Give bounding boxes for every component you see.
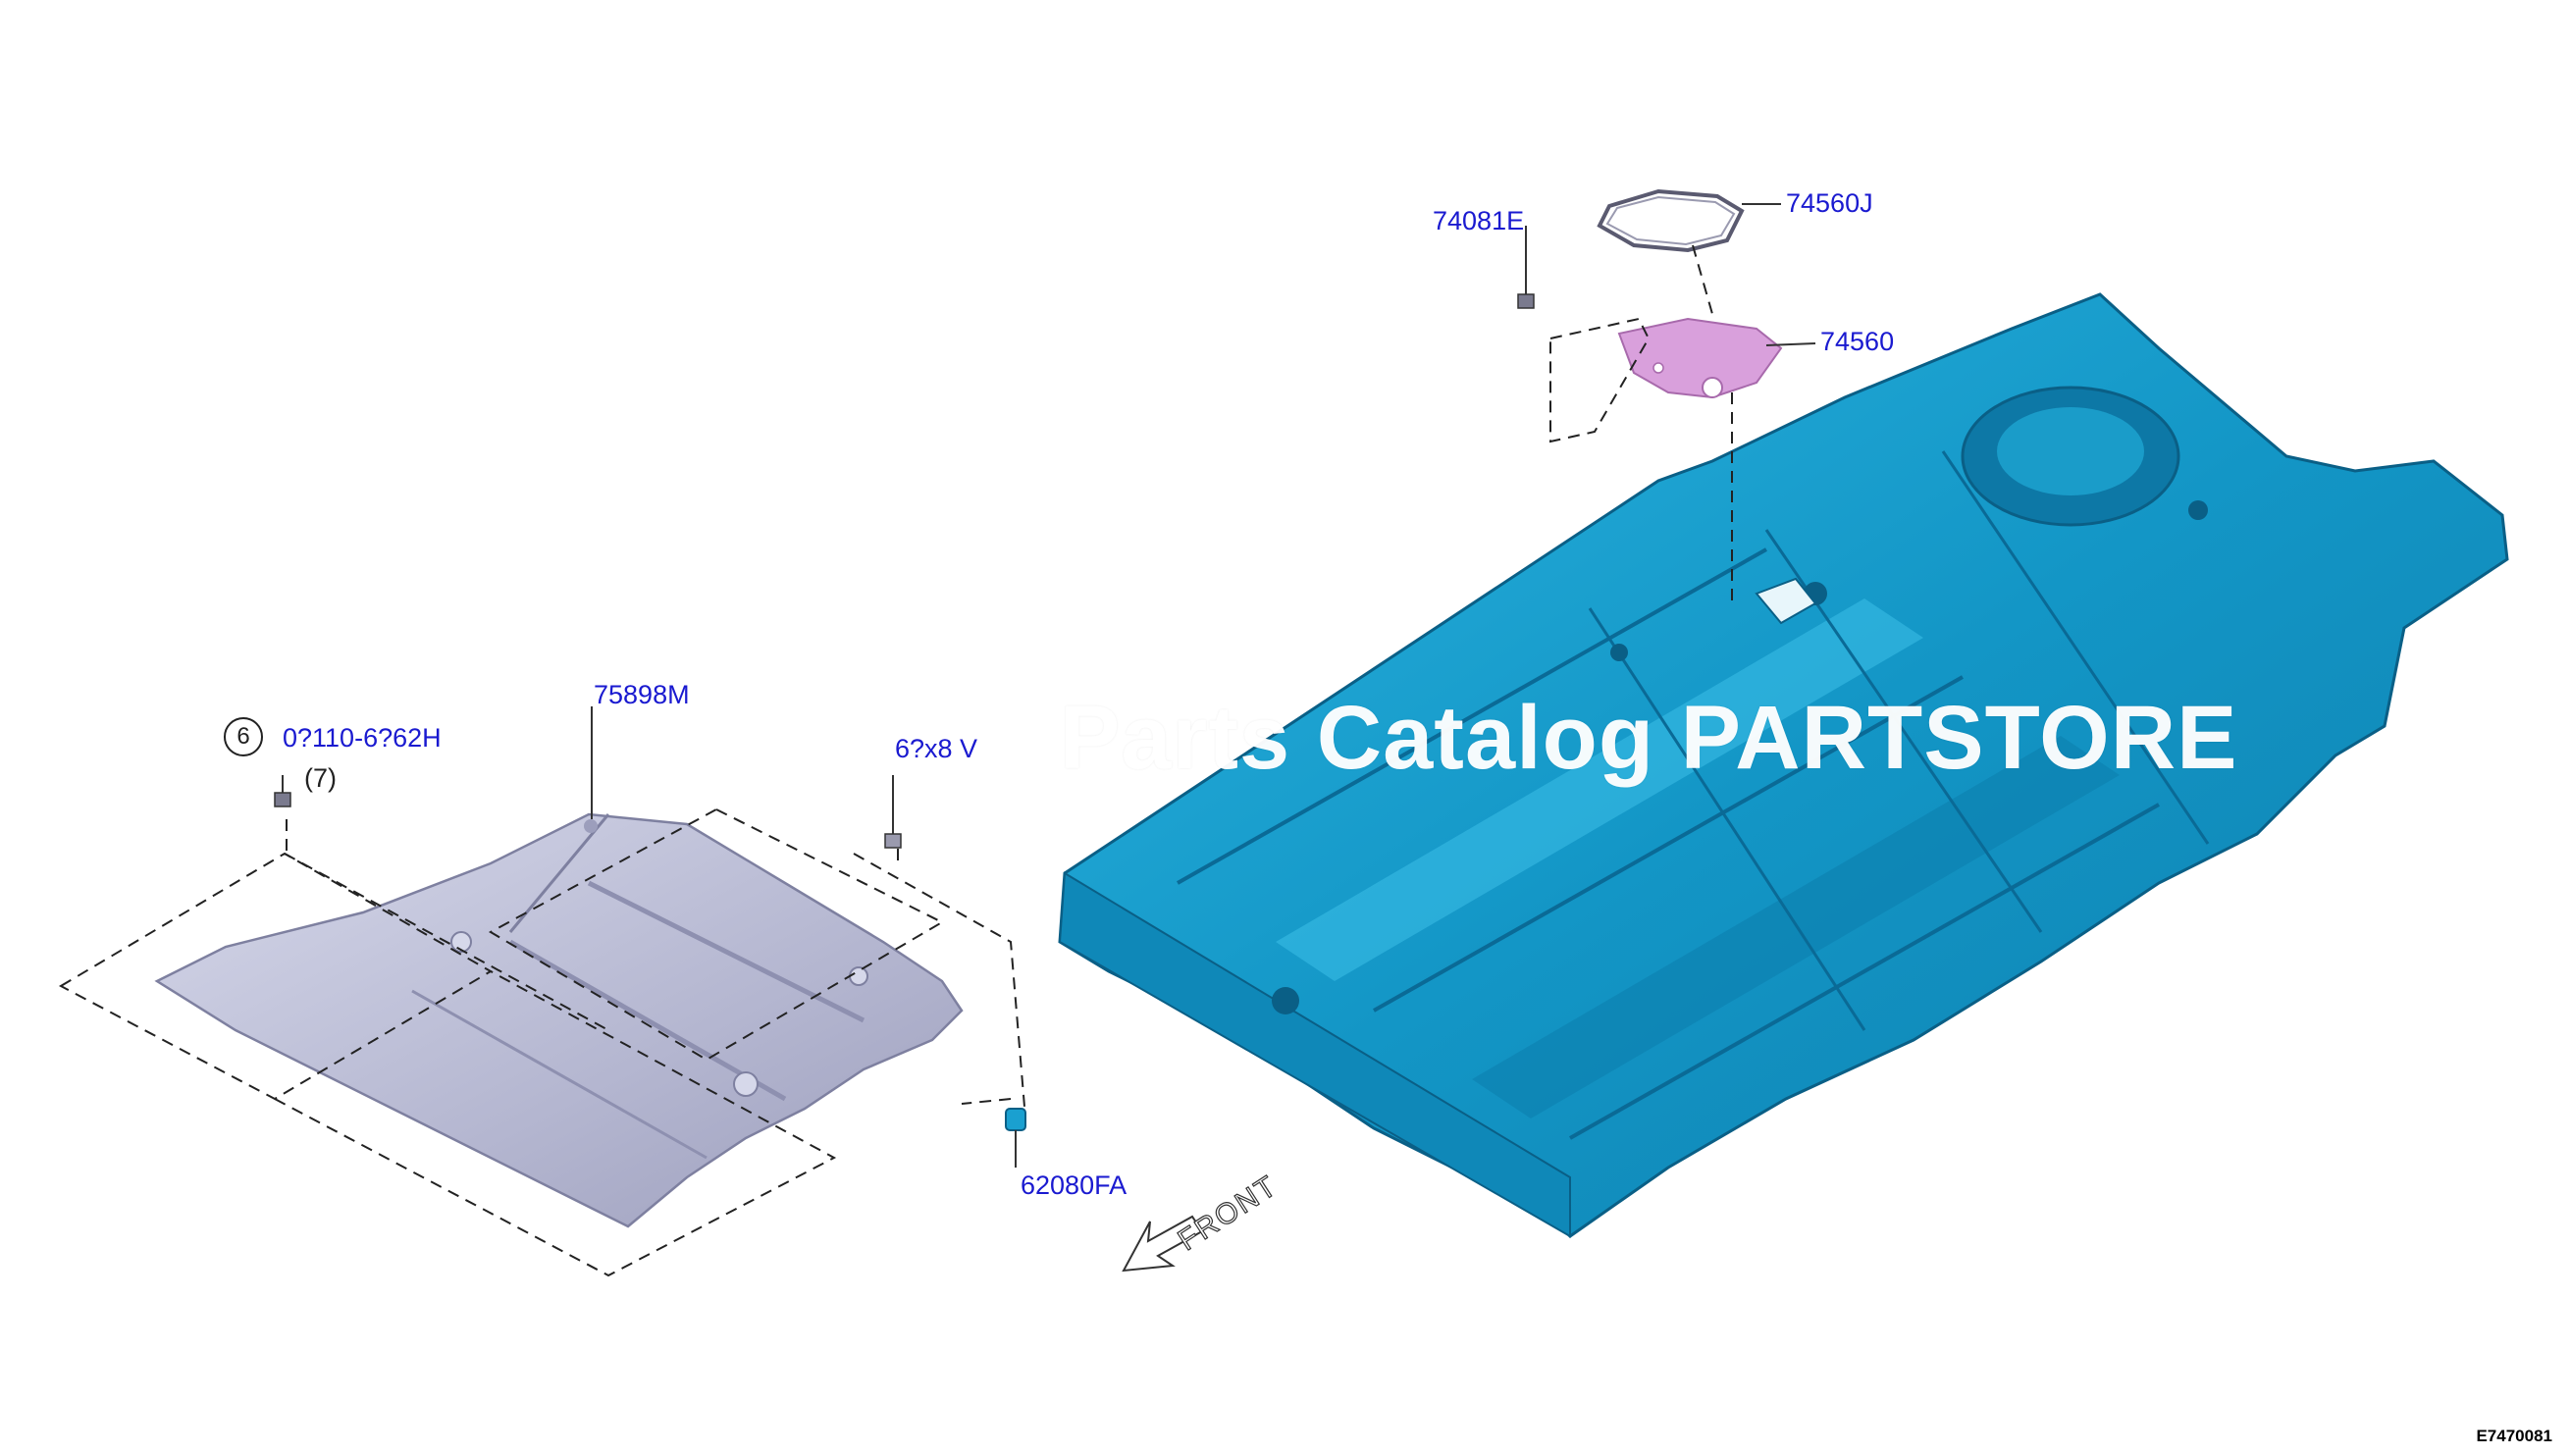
- label-74560[interactable]: 74560: [1820, 327, 1895, 356]
- bolt-62x8V[interactable]: [884, 775, 902, 849]
- label-74081E[interactable]: 74081E: [1433, 206, 1525, 235]
- callout-6: 6: [224, 717, 263, 756]
- bolt-left[interactable]: [274, 775, 291, 807]
- diagram-code: E7470081: [2476, 1427, 2552, 1445]
- front-arrow-icon: [1122, 1215, 1204, 1273]
- insulator-74560[interactable]: [1617, 317, 1783, 399]
- bolt-74081E[interactable]: [1517, 226, 1535, 309]
- heat-shield-75898M[interactable]: [154, 812, 964, 1228]
- floor-panel[interactable]: [1058, 292, 2509, 1238]
- label-75898M[interactable]: 75898M: [594, 680, 690, 709]
- seal-ring-74560J[interactable]: [1597, 188, 1745, 253]
- label-62x8V[interactable]: 6?x8 V: [895, 734, 978, 763]
- clip-62080FA[interactable]: [1005, 1108, 1026, 1168]
- label-74560J[interactable]: 74560J: [1786, 188, 1873, 218]
- watermark: Parts Catalog PARTSTORE: [1060, 688, 2238, 788]
- leader-lines: [591, 203, 1816, 819]
- label-62080FA[interactable]: 62080FA: [1021, 1170, 1128, 1200]
- label-0710-62H[interactable]: 0?110-6?62H: [283, 723, 442, 753]
- phantom-lines: [58, 244, 1733, 1277]
- callout-7: (7): [304, 763, 337, 793]
